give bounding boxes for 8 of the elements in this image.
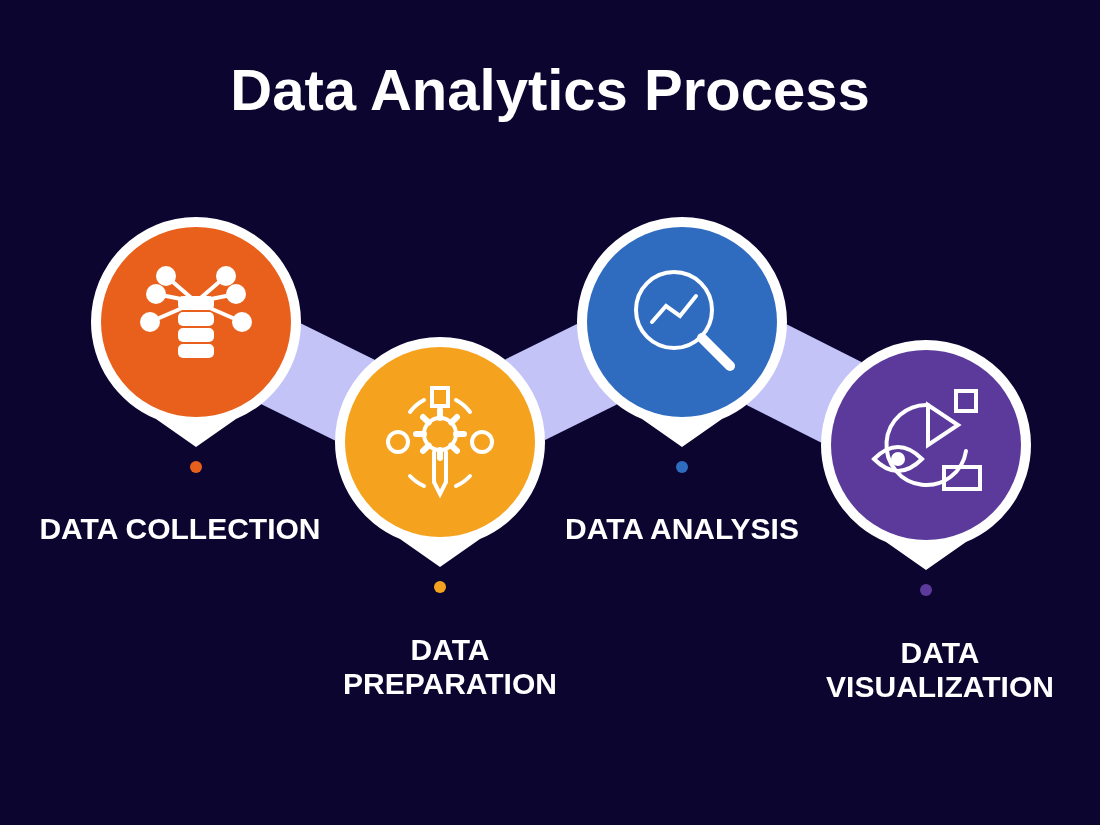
step-label: DATA COLLECTION: [38, 512, 322, 546]
connector-band: [261, 323, 375, 441]
step-label: DATA VISUALIZATION: [825, 636, 1055, 704]
connector-band: [746, 324, 862, 443]
connector-band: [505, 323, 617, 441]
step-label: DATA PREPARATION: [342, 633, 558, 701]
step-label: DATA ANALYSIS: [564, 512, 800, 546]
title: Data Analytics Process: [229, 56, 871, 124]
